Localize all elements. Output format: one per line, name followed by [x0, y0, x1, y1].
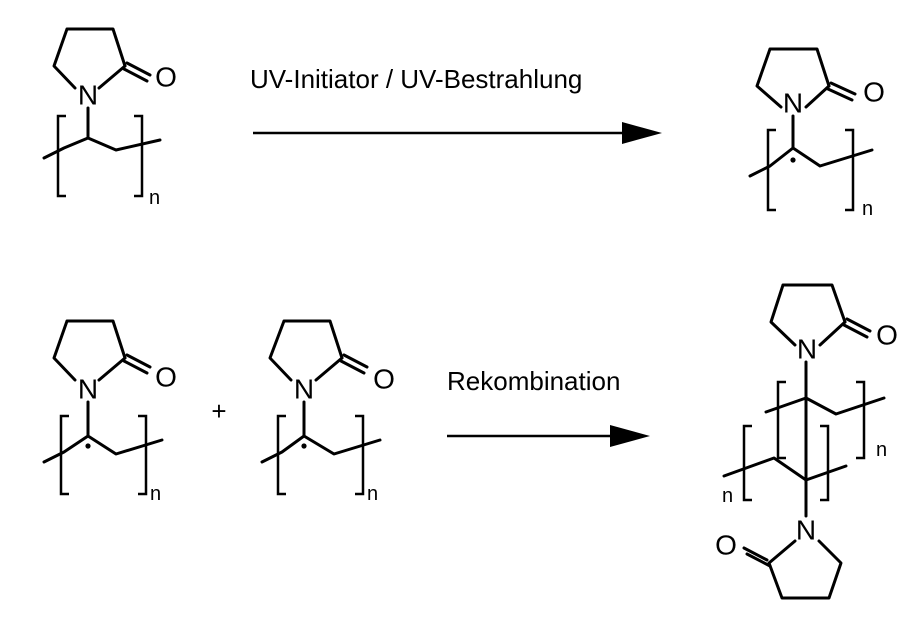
oxygen-atom: O	[155, 62, 177, 93]
radical-dot	[790, 157, 796, 163]
right-bracket	[138, 414, 148, 496]
polymer-backbone: n	[748, 114, 874, 220]
reaction-arrow-1: UV-Initiator / UV-Bestrahlung	[250, 64, 662, 144]
right-bracket	[355, 414, 365, 496]
left-bracket	[776, 380, 786, 460]
nitrogen-atom: N	[797, 334, 817, 365]
polymer-backbone: n	[42, 106, 162, 209]
pyrrolidone-ring: O N	[755, 47, 885, 119]
radical-dot	[85, 443, 91, 449]
nitrogen-atom: N	[796, 515, 816, 546]
upper-polymer-backbone: n	[764, 360, 887, 461]
nitrogen-atom: N	[294, 374, 314, 405]
polymer-backbone: n	[260, 400, 382, 505]
radical-dot	[301, 443, 307, 449]
right-bracket	[134, 114, 144, 198]
pvp-reactant: O N n	[42, 27, 177, 209]
nitrogen-atom: N	[78, 374, 98, 405]
repeat-subscript: n	[862, 198, 873, 220]
upper-pyrrolidone-ring: O N	[769, 283, 898, 365]
right-bracket	[856, 380, 866, 460]
pyrrolidone-ring: O N	[268, 319, 395, 405]
repeat-subscript: n	[367, 483, 378, 505]
left-bracket	[56, 114, 66, 198]
right-bracket	[820, 424, 830, 502]
right-bracket	[845, 128, 855, 212]
oxygen-atom: O	[876, 320, 898, 351]
condition-label-recombination: Rekombination	[447, 366, 620, 396]
crosslinked-pvp-product: O N n n N O	[715, 283, 898, 600]
repeat-subscript: n	[876, 439, 887, 461]
repeat-subscript: n	[150, 483, 161, 505]
nitrogen-atom: N	[78, 80, 98, 111]
lower-pyrrolidone-ring: N O	[715, 515, 843, 600]
repeat-subscript: n	[149, 187, 160, 209]
repeat-subscript: n	[722, 485, 733, 507]
left-bracket	[742, 424, 752, 502]
pyrrolidone-ring: O N	[52, 27, 177, 111]
pvp-radical-reactant-2: O N n	[260, 319, 395, 505]
lower-polymer-backbone: n	[722, 424, 848, 518]
pvp-radical-reactant-1: O N n	[42, 319, 177, 505]
plus-sign: +	[211, 396, 226, 426]
oxygen-atom: O	[863, 77, 885, 108]
left-bracket	[59, 414, 69, 496]
oxygen-atom: O	[373, 364, 395, 395]
reaction-arrow-2: Rekombination	[447, 366, 650, 447]
oxygen-atom: O	[715, 530, 737, 561]
left-bracket	[766, 128, 776, 212]
pvp-radical-product: O N n	[748, 47, 885, 220]
polymer-backbone: n	[42, 400, 164, 505]
nitrogen-atom: N	[783, 88, 803, 119]
oxygen-atom: O	[155, 362, 177, 393]
left-bracket	[276, 414, 286, 496]
condition-label-uv: UV-Initiator / UV-Bestrahlung	[250, 64, 582, 94]
pyrrolidone-ring: O N	[52, 319, 177, 405]
